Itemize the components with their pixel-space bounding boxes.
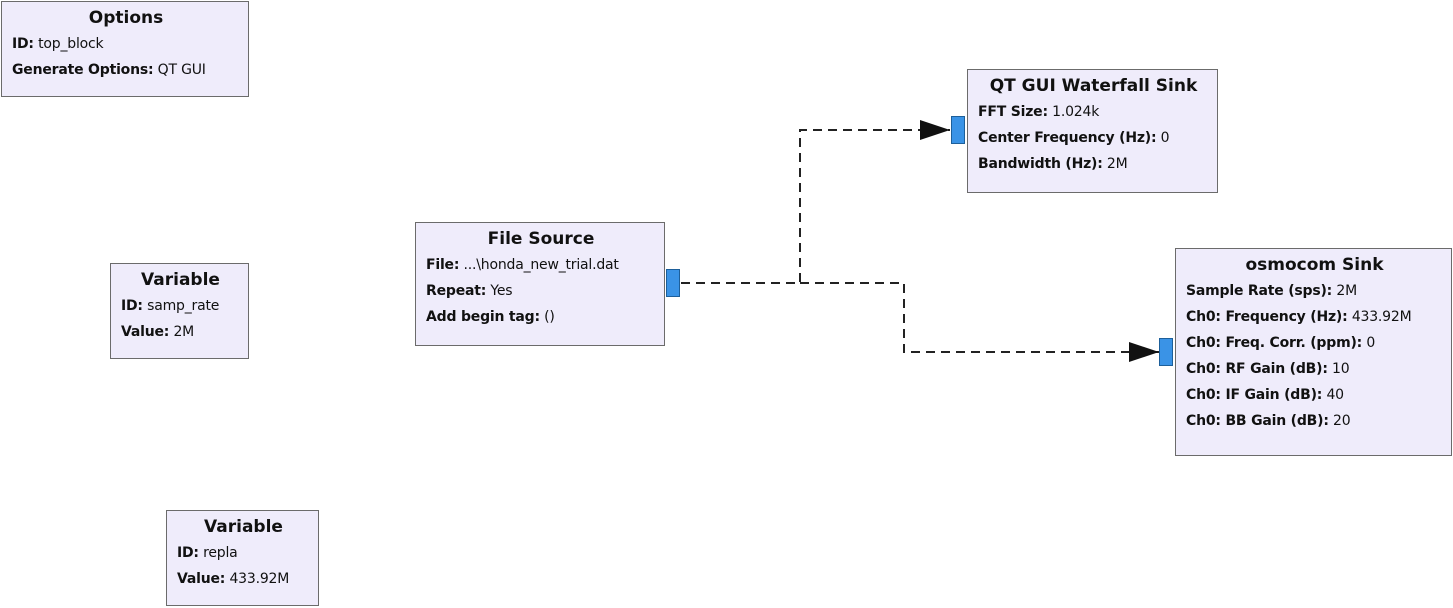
variable-block-repla[interactable]: Variable ID: repla Value: 433.92M <box>166 510 319 606</box>
param-value: repla <box>203 545 238 561</box>
param-value: 0 <box>1160 130 1170 146</box>
variable-block-samp-rate[interactable]: Variable ID: samp_rate Value: 2M <box>110 263 249 359</box>
param-value: ...\honda_new_trial.dat <box>463 257 619 273</box>
param-key: Value: <box>121 324 170 340</box>
param-value: samp_rate <box>147 298 220 314</box>
param-key: FFT Size: <box>978 104 1048 120</box>
param-value: 2M <box>173 324 195 340</box>
osmocom-sink-input-port[interactable] <box>1159 338 1173 366</box>
param-value: QT GUI <box>157 62 206 78</box>
param-key: Value: <box>177 571 226 587</box>
param-key: ID: <box>177 545 199 561</box>
osmocom-sink-block[interactable]: osmocom Sink Sample Rate (sps): 2M Ch0: … <box>1175 248 1452 456</box>
param-ch0-bb-gain: Ch0: BB Gain (dB): 20 <box>1186 408 1443 434</box>
param-id: ID: samp_rate <box>121 293 240 319</box>
param-key: Repeat: <box>426 283 487 299</box>
block-title: File Source <box>487 229 595 249</box>
block-title: Variable <box>204 517 283 537</box>
param-value: 2M <box>1106 156 1128 172</box>
param-generate-options: Generate Options: QT GUI <box>12 57 240 83</box>
param-value: 1.024k <box>1052 104 1100 120</box>
param-value: () <box>544 309 555 325</box>
param-sample-rate: Sample Rate (sps): 2M <box>1186 278 1443 304</box>
param-value: 433.92M <box>229 571 290 587</box>
param-key: Center Frequency (Hz): <box>978 130 1157 146</box>
param-value: 2M <box>1336 283 1357 299</box>
param-value: top_block <box>38 36 104 52</box>
connection-file-source-to-osmocom-sink[interactable] <box>800 282 1159 362</box>
param-key: Ch0: Frequency (Hz): <box>1186 309 1348 325</box>
param-value: 10 <box>1332 361 1350 377</box>
param-value-row: Value: 2M <box>121 319 240 345</box>
param-id: ID: top_block <box>12 31 240 57</box>
param-value: 40 <box>1326 387 1344 403</box>
param-file: File: ...\honda_new_trial.dat <box>426 252 656 278</box>
param-value: Yes <box>490 283 513 299</box>
param-ch0-frequency: Ch0: Frequency (Hz): 433.92M <box>1186 304 1443 330</box>
block-title: Options <box>88 8 164 28</box>
param-key: Ch0: RF Gain (dB): <box>1186 361 1328 377</box>
param-key: ID: <box>121 298 143 314</box>
param-key: Sample Rate (sps): <box>1186 283 1333 299</box>
param-key: Ch0: BB Gain (dB): <box>1186 413 1329 429</box>
param-key: File: <box>426 257 460 273</box>
param-ch0-rf-gain: Ch0: RF Gain (dB): 10 <box>1186 356 1443 382</box>
param-key: Ch0: IF Gain (dB): <box>1186 387 1323 403</box>
param-repeat: Repeat: Yes <box>426 278 656 304</box>
block-title: QT GUI Waterfall Sink <box>989 76 1198 96</box>
options-block[interactable]: Options ID: top_block Generate Options: … <box>1 1 249 97</box>
param-key: Add begin tag: <box>426 309 540 325</box>
param-value: 20 <box>1333 413 1351 429</box>
param-ch0-freq-corr: Ch0: Freq. Corr. (ppm): 0 <box>1186 330 1443 356</box>
param-key: Ch0: Freq. Corr. (ppm): <box>1186 335 1363 351</box>
param-bandwidth: Bandwidth (Hz): 2M <box>978 151 1209 177</box>
param-key: Generate Options: <box>12 62 154 78</box>
param-value: 433.92M <box>1351 309 1412 325</box>
param-add-begin-tag: Add begin tag: () <box>426 304 656 330</box>
waterfall-sink-block[interactable]: QT GUI Waterfall Sink FFT Size: 1.024k C… <box>967 69 1218 193</box>
file-source-block[interactable]: File Source File: ...\honda_new_trial.da… <box>415 222 665 346</box>
param-key: ID: <box>12 36 34 52</box>
param-value-row: Value: 433.92M <box>177 566 310 592</box>
param-id: ID: repla <box>177 540 310 566</box>
param-value: 0 <box>1366 335 1376 351</box>
waterfall-sink-input-port[interactable] <box>951 116 965 144</box>
file-source-output-port[interactable] <box>666 269 680 297</box>
param-fft-size: FFT Size: 1.024k <box>978 99 1209 125</box>
connection-file-source-to-waterfall-sink[interactable] <box>681 120 950 284</box>
param-ch0-if-gain: Ch0: IF Gain (dB): 40 <box>1186 382 1443 408</box>
block-title: Variable <box>141 270 220 290</box>
param-key: Bandwidth (Hz): <box>978 156 1103 172</box>
param-center-frequency: Center Frequency (Hz): 0 <box>978 125 1209 151</box>
block-title: osmocom Sink <box>1245 255 1384 275</box>
